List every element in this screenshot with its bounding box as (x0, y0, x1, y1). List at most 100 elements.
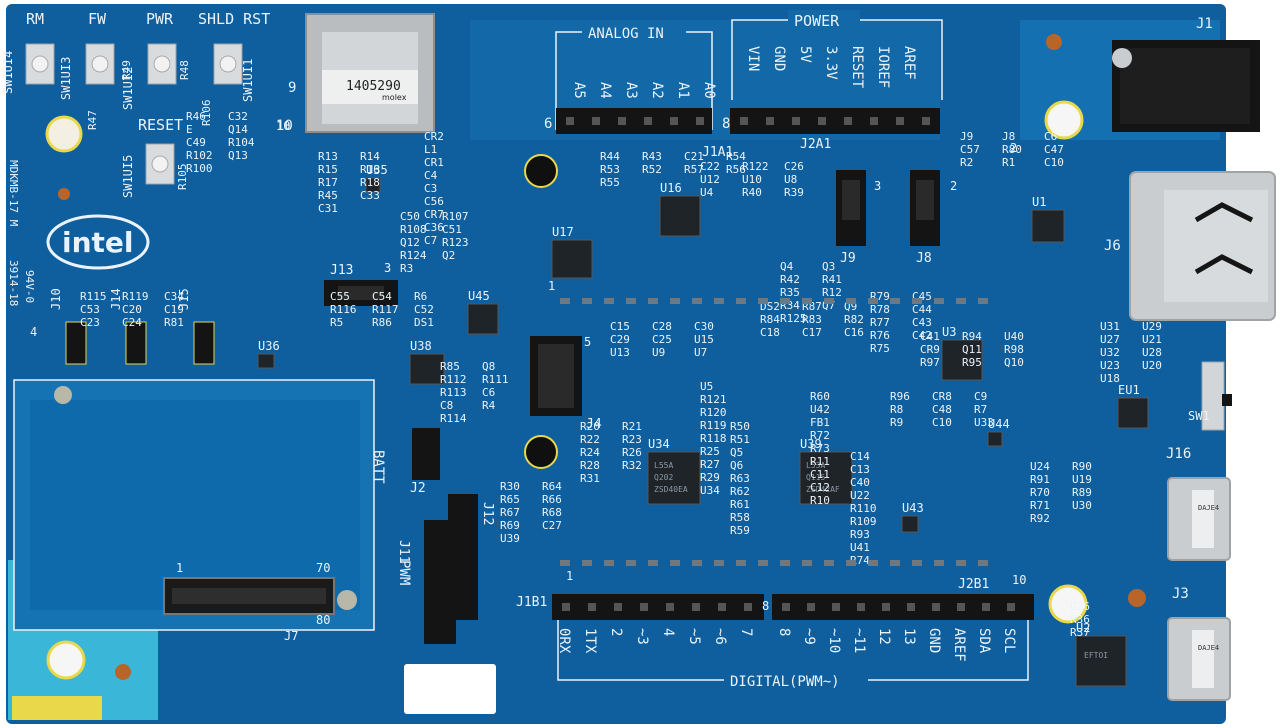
pin-number: 3 (384, 261, 391, 275)
digital-pin-15[interactable] (957, 603, 965, 611)
digital-pin-2[interactable] (614, 603, 622, 611)
analog-title: ANALOG IN (588, 26, 664, 42)
ref-designator: R73 (810, 442, 830, 455)
j8-label: J8 (916, 251, 932, 266)
button-label-3: SHLD RST (198, 10, 270, 28)
digital-pin-last: 10 (1012, 573, 1026, 587)
ic-u17 (551, 239, 593, 279)
digital-pin-3[interactable] (640, 603, 648, 611)
analog-header[interactable] (556, 108, 712, 134)
ref-designator: R64 (542, 480, 562, 493)
ref-designator: R3 (400, 262, 413, 275)
pwm-header-j12[interactable] (448, 494, 478, 620)
digital-pin-11[interactable] (857, 603, 865, 611)
ref-designator: R111 (482, 373, 509, 386)
ref-designator: C8 (440, 399, 453, 412)
power-pin-label-2: 5V (797, 46, 813, 63)
ref-designator: R114 (440, 412, 467, 425)
power-pin-2[interactable] (792, 117, 800, 125)
micro-usb-j3[interactable]: DAJE4 (1167, 617, 1231, 701)
power-pin-0[interactable] (740, 117, 748, 125)
ref-designator: R55 (600, 176, 620, 189)
ref-designator: R93 (850, 528, 870, 541)
ref-designator: C31 (318, 202, 338, 215)
power-pin-7[interactable] (922, 117, 930, 125)
digital-pin-label-5: ~5 (686, 628, 702, 645)
ref-designator: C43 (912, 316, 932, 329)
intel-logo: intel (46, 214, 150, 270)
jumper-j14[interactable] (125, 321, 147, 365)
ref-designator: R122 (742, 160, 769, 173)
j15-label: J15 (177, 288, 191, 310)
digital-pin-14[interactable] (932, 603, 940, 611)
analog-pin-0[interactable] (566, 117, 574, 125)
digital-pin-5[interactable] (692, 603, 700, 611)
module-shadow (30, 400, 360, 610)
ic-u39 (799, 451, 853, 505)
digital-pin-0[interactable] (562, 603, 570, 611)
ref-designator: U22 (850, 489, 870, 502)
digital-pin-4[interactable] (666, 603, 674, 611)
ref-designator: U21 (1142, 333, 1162, 346)
ref-designator: CR9 (920, 343, 940, 356)
digital-pin-label-15: AREF (951, 628, 967, 662)
usb-a-port[interactable] (1129, 171, 1276, 321)
dc-jack[interactable] (1112, 40, 1260, 132)
power-pin-label-1: GND (771, 46, 787, 71)
digital-pin-1[interactable] (588, 603, 596, 611)
ref-designator: R42 (780, 273, 800, 286)
ref-designator: R56 (726, 163, 746, 176)
digital-pin-8[interactable] (782, 603, 790, 611)
digital-header-2[interactable] (772, 594, 1034, 620)
sd-card-slot[interactable]: 1405290 molex (305, 13, 435, 133)
jumper-j15[interactable] (193, 321, 215, 365)
ref-designator: R26 (622, 446, 642, 459)
j16-marking: DAJE4 (1198, 504, 1219, 512)
analog-pin-1[interactable] (592, 117, 600, 125)
fcc-id-label: MDKMB-17 M (7, 160, 20, 227)
ref-designator: C21 (684, 150, 704, 163)
ref-designator: R39 (784, 186, 804, 199)
digital-pin-9[interactable] (807, 603, 815, 611)
jumper-j10[interactable] (65, 321, 87, 365)
analog-pin-4[interactable] (670, 117, 678, 125)
smd-part (780, 298, 790, 304)
ref-designator: R66 (542, 493, 562, 506)
power-pin-3[interactable] (818, 117, 826, 125)
digital-pin-17[interactable] (1007, 603, 1015, 611)
digital-pin-10[interactable] (832, 603, 840, 611)
slide-switch-knob[interactable] (1222, 394, 1232, 406)
ref-designator: R118 (700, 432, 727, 445)
digital-pin-12[interactable] (882, 603, 890, 611)
digital-header-1[interactable] (552, 594, 764, 620)
ref-designator: C20 (122, 303, 142, 316)
power-pin-4[interactable] (844, 117, 852, 125)
power-pin-1[interactable] (766, 117, 774, 125)
ic-ref-u34: U34 (648, 437, 670, 451)
dark-hole-2 (524, 435, 558, 469)
ref-designator: CR7 (424, 208, 444, 221)
digital-pin-6[interactable] (718, 603, 726, 611)
analog-pin-2[interactable] (618, 117, 626, 125)
power-pin-label-4: RESET (849, 46, 865, 89)
power-pin-6[interactable] (896, 117, 904, 125)
smd-part (824, 560, 834, 566)
power-header[interactable] (730, 108, 940, 134)
jumper-j2[interactable] (412, 428, 440, 480)
ref-designator: C41 (920, 330, 940, 343)
ref-designator: R109 (850, 515, 877, 528)
power-pin-5[interactable] (870, 117, 878, 125)
ref-designator: U15 (694, 333, 714, 346)
ref-designator: R108 (400, 223, 427, 236)
digital-pin-13[interactable] (907, 603, 915, 611)
digital-pin-16[interactable] (982, 603, 990, 611)
ref-designator: R28 (580, 459, 600, 472)
analog-pin-3[interactable] (644, 117, 652, 125)
button-resistor-3: R106 (200, 100, 213, 127)
ref-designator: R97 (920, 356, 940, 369)
micro-usb-j16[interactable]: DAJE4 (1167, 477, 1231, 561)
digital-pin-7[interactable] (744, 603, 752, 611)
button-ref-2: SW1UI2 (121, 67, 135, 110)
analog-pin-5[interactable] (696, 117, 704, 125)
